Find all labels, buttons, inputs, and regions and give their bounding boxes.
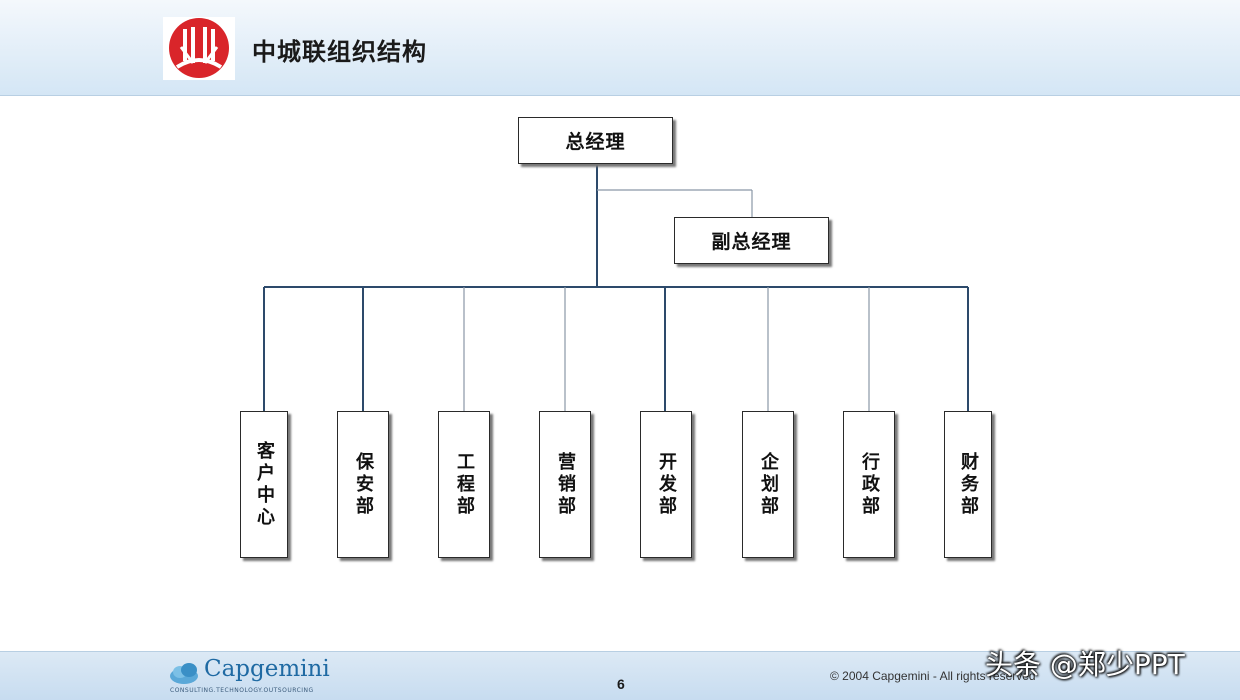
- capgemini-wordmark: Capgemini: [204, 656, 330, 682]
- department-box: 开发部: [640, 411, 692, 558]
- department-box: 工程部: [438, 411, 490, 558]
- department-box: 企划部: [742, 411, 794, 558]
- department-box: 行政部: [843, 411, 895, 558]
- header-band: 中城联组织结构: [0, 0, 1240, 96]
- org-chart: 总经理 副总经理 客户中心 保安部 工程部 营销部 开发部 企划部 行政部 财务…: [0, 95, 1240, 650]
- department-box: 营销部: [539, 411, 591, 558]
- page-number: 6: [617, 676, 625, 692]
- watermark-text: 头条 @郑少PPT: [985, 648, 1185, 681]
- department-box: 保安部: [337, 411, 389, 558]
- capgemini-logo: Capgemini CONSULTING.TECHNOLOGY.OUTSOURC…: [168, 656, 330, 696]
- department-box: 财务部: [944, 411, 992, 558]
- copyright-text: © 2004 Capgemini - All rights reserved: [830, 669, 1036, 683]
- connector-lines: [263, 164, 969, 411]
- page-title: 中城联组织结构: [252, 38, 427, 66]
- department-box: 客户中心: [240, 411, 288, 558]
- company-logo: [163, 17, 235, 80]
- capgemini-tagline: CONSULTING.TECHNOLOGY.OUTSOURCING: [170, 687, 314, 694]
- cloud-icon: [170, 663, 198, 684]
- general-manager-box: 总经理: [518, 117, 673, 164]
- deputy-general-manager-box: 副总经理: [674, 217, 829, 264]
- footer-band: Capgemini CONSULTING.TECHNOLOGY.OUTSOURC…: [0, 651, 1240, 700]
